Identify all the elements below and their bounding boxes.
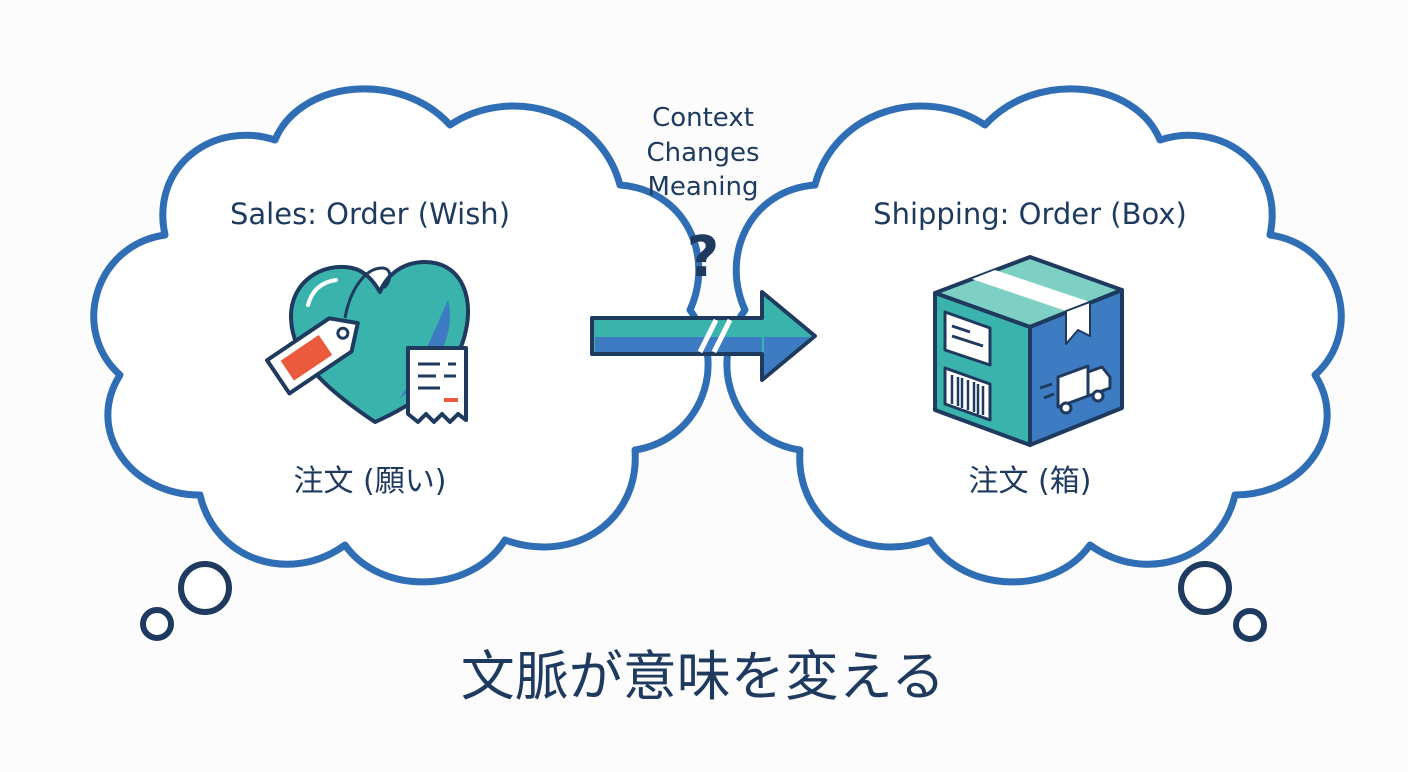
- price-tag-icon: [265, 266, 392, 396]
- question-mark: ?: [687, 225, 719, 290]
- left-cloud-caption: 注文 (願い): [294, 464, 447, 499]
- barcode-icon: [943, 366, 992, 422]
- context-label: Context Changes Meaning: [646, 103, 759, 202]
- right-cloud-caption: 注文 (箱): [969, 464, 1092, 499]
- right-thought-bubble-large: [1178, 561, 1232, 615]
- package-box-icon: [933, 255, 1124, 447]
- context-label-line-1: Context: [652, 103, 754, 133]
- right-thought-bubble-small: [1233, 608, 1267, 642]
- footer-title: 文脈が意味を変える: [461, 645, 945, 708]
- context-label-line-2: Changes: [646, 138, 759, 168]
- delivery-truck-icon: [1039, 364, 1112, 415]
- left-thought-cloud: Sales: Order (Wish) 注文 (願い): [90, 85, 712, 641]
- right-thought-cloud: Shipping: Order (Box): [723, 85, 1345, 642]
- left-thought-bubble-small: [140, 607, 174, 641]
- arrow-icon: [590, 290, 817, 382]
- context-label-line-3: Meaning: [647, 172, 758, 202]
- left-thought-bubble-large: [178, 561, 232, 615]
- receipt-icon: [406, 346, 468, 424]
- right-cloud-title: Shipping: Order (Box): [873, 197, 1187, 231]
- shipping-label-icon: [943, 310, 992, 367]
- left-cloud-title: Sales: Order (Wish): [230, 197, 510, 231]
